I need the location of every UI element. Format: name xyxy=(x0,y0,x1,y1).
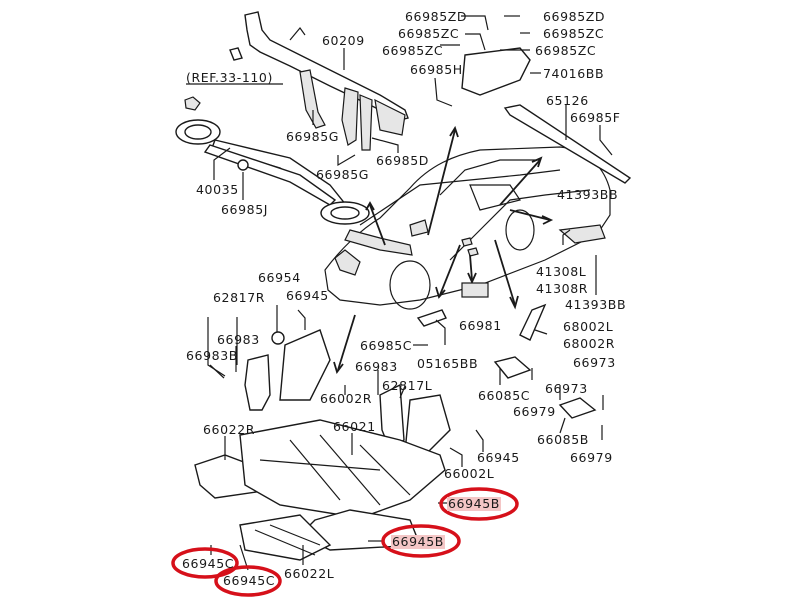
part-label-60209: 60209 xyxy=(322,33,365,48)
part-label-66985J: 66985J xyxy=(221,202,269,217)
highlight-ring-66945C-right xyxy=(214,565,282,597)
part-label-66973: 66973 xyxy=(545,381,588,396)
part-label-74016BB: 74016BB xyxy=(543,66,605,81)
part-label-66002L: 66002L xyxy=(444,466,495,481)
part-label-66983: 66983 xyxy=(355,359,398,374)
part-label-66022L: 66022L xyxy=(284,566,335,581)
lower-parts xyxy=(194,329,451,561)
part-label-05165BB: 05165BB xyxy=(417,356,479,371)
part-label-66985F: 66985F xyxy=(570,110,621,125)
highlight-ring-66945C-left xyxy=(171,547,239,579)
part-label-66945: 66945 xyxy=(477,450,520,465)
part-label-66945B-circled: 66945B xyxy=(391,534,445,549)
part-label-66022R: 66022R xyxy=(203,422,256,437)
part-label-66985ZC: 66985ZC xyxy=(382,43,444,58)
part-label-66985ZD: 66985ZD xyxy=(543,9,606,24)
part-label-66985ZC: 66985ZC xyxy=(535,43,597,58)
part-label-66985ZC: 66985ZC xyxy=(398,26,460,41)
part-label-66945C-circled: 66945C xyxy=(223,573,276,588)
part-label-66979: 66979 xyxy=(570,450,613,465)
part-label-66983: 66983 xyxy=(217,332,260,347)
part-label-66979: 66979 xyxy=(513,404,556,419)
part-label-66021: 66021 xyxy=(333,419,376,434)
strut-brace-40035 xyxy=(175,96,370,225)
highlight-ring-66945B-lower xyxy=(381,524,461,558)
part-label-66983B: 66983B xyxy=(186,348,238,363)
part-label-66985D: 66985D xyxy=(376,153,429,168)
part-label-66945B-circled: 66945B xyxy=(447,496,501,511)
right-side-parts xyxy=(416,47,632,419)
part-label-66985G: 66985G xyxy=(286,129,340,144)
highlight-ring-66945B-upper xyxy=(439,487,519,521)
leader-lines xyxy=(186,15,613,571)
part-label-66002R: 66002R xyxy=(320,391,373,406)
part-label-66985G: 66985G xyxy=(316,167,370,182)
part-label-68002R: 68002R xyxy=(563,336,616,351)
part-label-68002L: 68002L xyxy=(563,319,614,334)
part-label-66985ZC: 66985ZC xyxy=(543,26,605,41)
part-label-41308L: 41308L xyxy=(536,264,587,279)
part-label-62817R: 62817R xyxy=(213,290,266,305)
highlight-rings xyxy=(171,487,519,597)
part-label-66085B: 66085B xyxy=(537,432,589,447)
part-label-66973: 66973 xyxy=(573,355,616,370)
part-label-66945: 66945 xyxy=(286,288,329,303)
part-label-66985ZD: 66985ZD xyxy=(405,9,468,24)
part-label-66085C: 66085C xyxy=(478,388,531,403)
part-label-66981: 66981 xyxy=(459,318,502,333)
explode-arrows xyxy=(333,125,554,374)
part-label-66985H: 66985H xyxy=(410,62,463,77)
part-label-66985C: 66985C xyxy=(360,338,413,353)
part-label-40035: 40035 xyxy=(196,182,239,197)
part-label-41393BB: 41393BB xyxy=(557,187,619,202)
part-label-41308R: 41308R xyxy=(536,281,589,296)
part-label-65126: 65126 xyxy=(546,93,589,108)
dash-crossmember-60209 xyxy=(229,11,409,151)
part-label-41393BB: 41393BB xyxy=(565,297,627,312)
part-label-62817L: 62817L xyxy=(382,378,433,393)
reference-label: (REF.33-110) xyxy=(186,70,273,85)
part-label-66945C-circled: 66945C xyxy=(182,556,235,571)
part-label-66954: 66954 xyxy=(258,270,301,285)
